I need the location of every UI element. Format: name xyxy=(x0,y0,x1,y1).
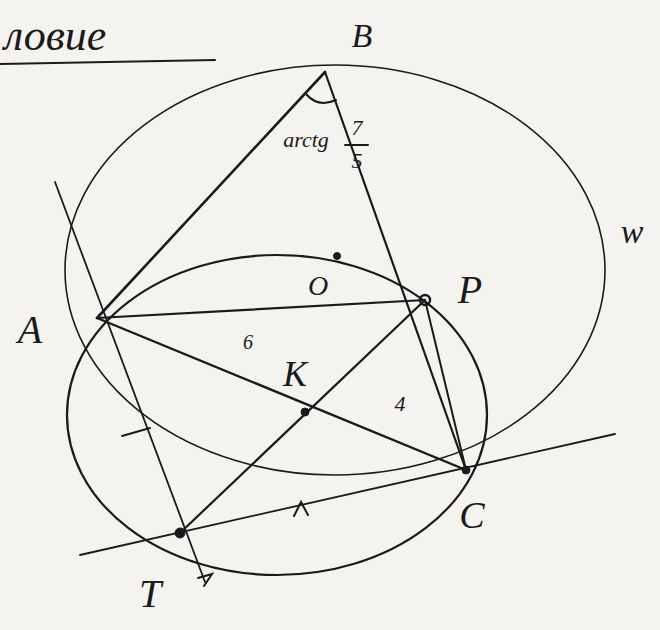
point-c xyxy=(462,466,470,474)
heading: ловие xyxy=(4,14,106,58)
point-label: T xyxy=(137,573,163,615)
point-label: w xyxy=(619,214,646,250)
side-bc xyxy=(325,72,466,470)
fraction-bar xyxy=(345,144,368,146)
length-label: 4 xyxy=(393,392,408,416)
equal-tick xyxy=(122,428,150,436)
point-label: P xyxy=(456,269,484,311)
angle-arc xyxy=(306,94,336,103)
tangent-at-c xyxy=(80,434,615,555)
angle-label: 5 xyxy=(350,149,365,173)
equal-tick xyxy=(294,502,308,516)
point-label: K xyxy=(281,355,309,393)
point-k xyxy=(301,408,309,416)
segment-pc xyxy=(425,300,466,470)
circle-apc xyxy=(67,255,487,575)
point-label: A xyxy=(16,309,44,351)
segment-ap xyxy=(97,300,425,318)
point-p xyxy=(420,295,430,305)
circle-omega xyxy=(65,65,605,475)
angle-label: 7 xyxy=(350,116,365,140)
arc-midpoint xyxy=(334,253,341,260)
point-label: B xyxy=(350,18,375,54)
side-ba xyxy=(97,72,325,318)
tangent-at-a xyxy=(55,182,205,582)
point-t xyxy=(175,528,185,538)
segment-ac xyxy=(97,318,466,470)
title-underline xyxy=(0,60,215,64)
segment-pt xyxy=(180,300,425,533)
length-label: 6 xyxy=(241,331,255,353)
point-label: O xyxy=(306,271,330,301)
arrow-tip xyxy=(198,574,212,586)
angle-label: arctg xyxy=(281,128,331,152)
point-label: C xyxy=(457,495,486,535)
